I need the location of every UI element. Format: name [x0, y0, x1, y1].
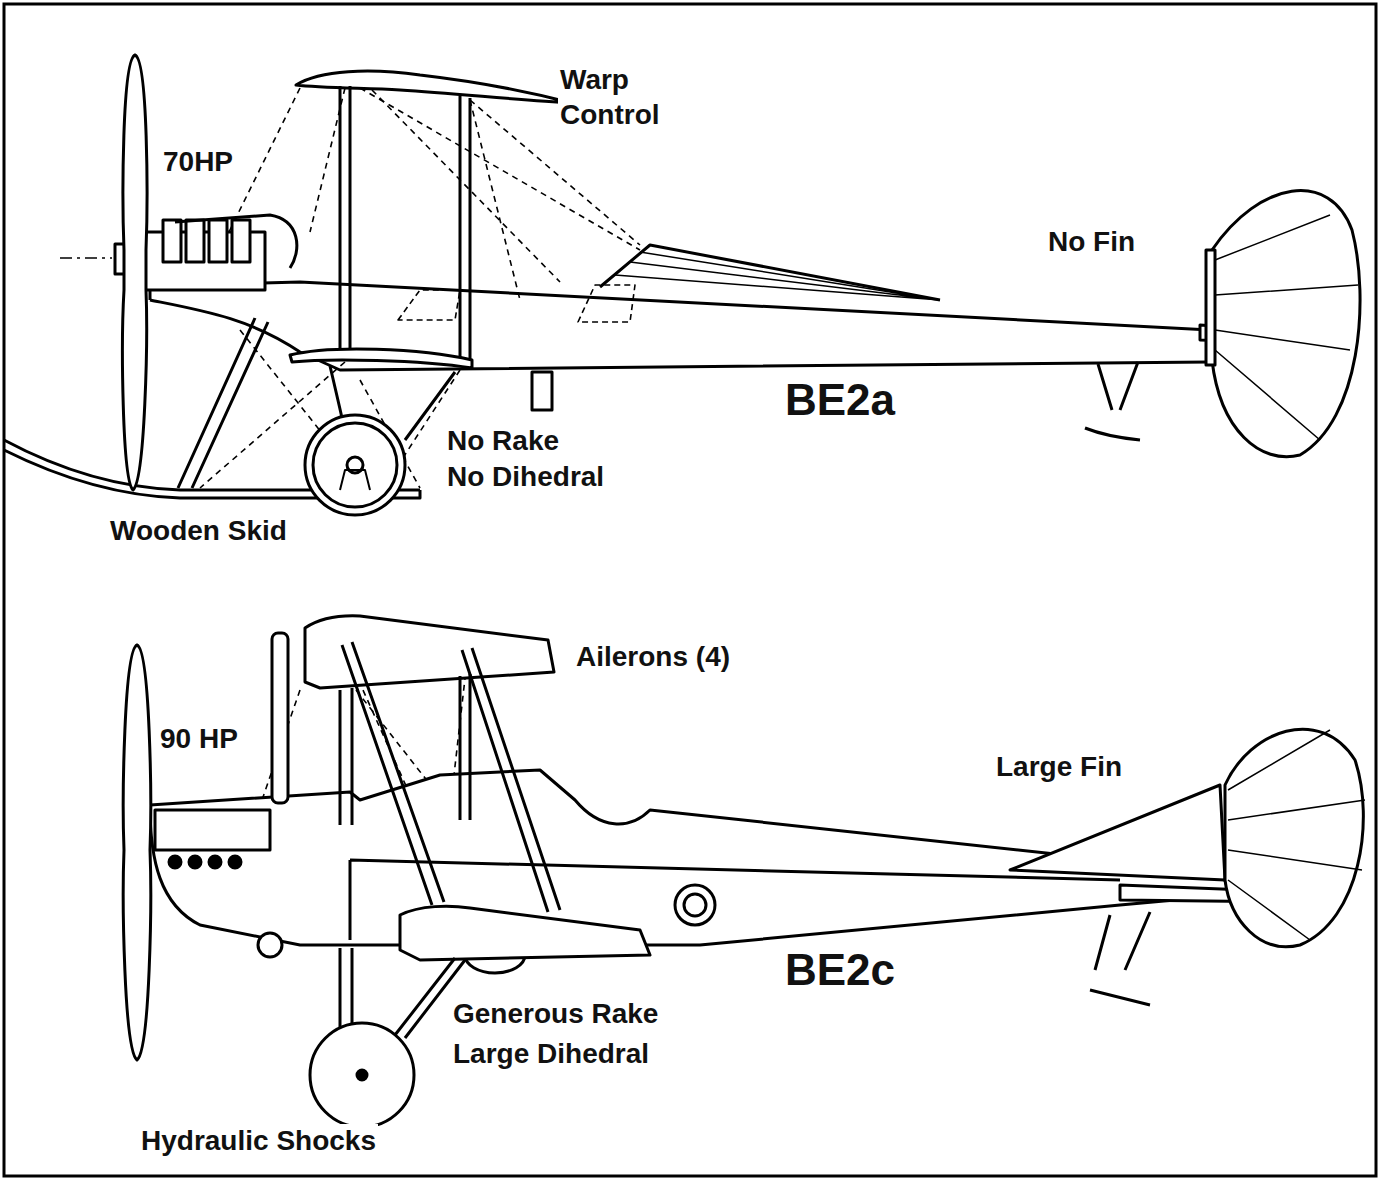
fairing — [258, 933, 282, 957]
fin — [1010, 785, 1225, 880]
tail-skid — [1085, 362, 1140, 440]
cylinders — [163, 220, 250, 262]
exhaust — [175, 215, 297, 268]
wheel — [313, 423, 397, 507]
cylinders — [163, 220, 181, 262]
fuselage — [150, 770, 1230, 945]
roundel — [675, 885, 715, 925]
rudder-rib — [1215, 215, 1358, 440]
aircraft-name: BE2a — [783, 374, 897, 426]
upper-wing — [296, 71, 572, 103]
callout-label: Ailerons (4) — [574, 640, 732, 674]
wheel-hub — [357, 1070, 367, 1080]
cylinders — [209, 220, 227, 262]
roundel — [684, 894, 706, 916]
cylinders — [189, 856, 201, 868]
undercarriage — [178, 318, 268, 488]
rudder — [1225, 729, 1363, 947]
callout-label: Large Fin — [994, 750, 1124, 784]
exhaust-stack — [272, 633, 288, 803]
fuselage — [150, 300, 1210, 370]
fuselage — [150, 282, 1210, 330]
strut — [460, 674, 470, 820]
cylinders — [209, 856, 221, 868]
be2a-biplane — [4, 55, 1360, 515]
engine — [155, 810, 270, 850]
lower-wing — [400, 906, 650, 960]
wheel — [305, 415, 405, 515]
strut — [340, 86, 350, 358]
callout-label: Warp Control — [558, 62, 662, 132]
cylinders — [169, 856, 181, 868]
propeller — [123, 55, 147, 490]
aircraft-name: BE2c — [783, 944, 897, 996]
cockpit — [578, 285, 635, 322]
flying-wires — [372, 90, 560, 282]
turtle-deck — [615, 252, 940, 300]
rudder-post — [1206, 250, 1215, 365]
rudder — [1212, 191, 1360, 457]
flying-wires — [470, 100, 520, 300]
callout-label: Wooden Skid — [108, 514, 289, 548]
frame — [4, 4, 1376, 1176]
strut — [340, 688, 352, 825]
prop-axis — [60, 257, 112, 259]
upper-wing — [305, 616, 554, 688]
cylinders — [229, 856, 241, 868]
cylinders — [232, 220, 250, 262]
strut — [462, 648, 560, 912]
be2c-biplane — [123, 616, 1365, 1127]
cylinders — [186, 220, 204, 262]
callout-label: No Rake No Dihedral — [445, 423, 606, 495]
callout-label: 90 HP — [158, 722, 240, 756]
turtle-deck — [600, 245, 940, 300]
lower-wing — [290, 349, 472, 368]
belly-box — [532, 372, 552, 410]
callout-label: Hydraulic Shocks — [139, 1124, 378, 1158]
strut — [342, 642, 444, 905]
propeller — [123, 645, 150, 1060]
callout-label: Generous Rake Large Dihedral — [451, 994, 660, 1074]
cylinders — [169, 856, 241, 868]
axle-clip — [340, 470, 370, 490]
tail-skid — [1090, 912, 1150, 1005]
rudder-rib — [1228, 730, 1365, 940]
strut — [460, 96, 470, 364]
cockpit — [398, 290, 460, 320]
callout-label: No Fin — [1046, 225, 1137, 259]
callout-label: 70HP — [161, 145, 235, 179]
wheel — [310, 1023, 414, 1127]
